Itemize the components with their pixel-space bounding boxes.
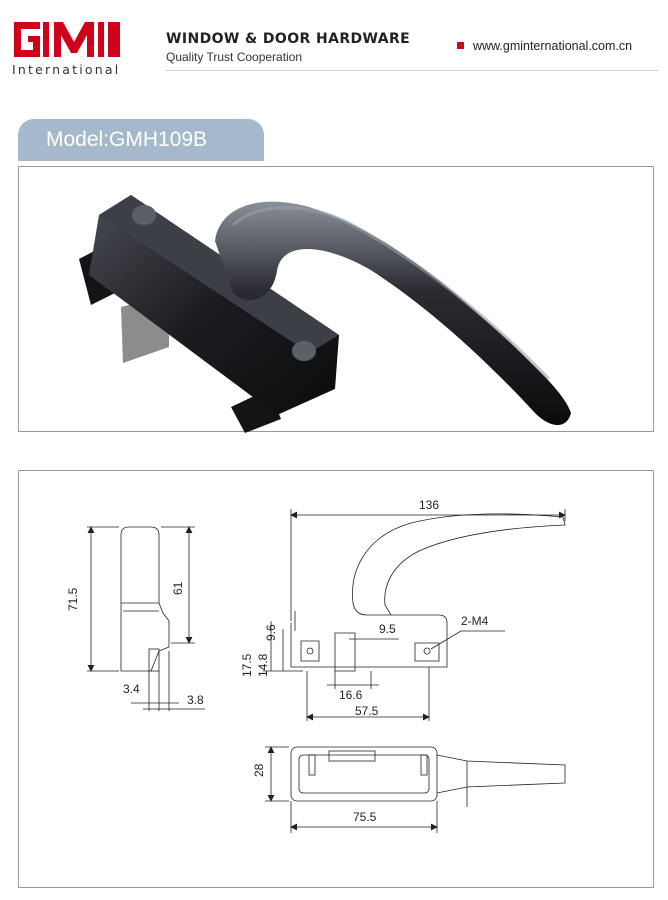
dim-front-9-5: 9.5	[379, 622, 396, 636]
dim-side-offset-a: 3.4	[123, 682, 140, 696]
tagline: WINDOW & DOOR HARDWARE	[166, 31, 411, 47]
logo-subtitle: International	[12, 62, 121, 77]
website-link[interactable]: www.gminternational.com.cn	[457, 39, 632, 53]
side-view	[87, 526, 205, 711]
dim-side-height-inner: 61	[171, 581, 185, 595]
gm-logo	[14, 22, 120, 57]
dim-side-height-total: 71.5	[66, 587, 80, 611]
front-view	[263, 509, 566, 721]
dim-front-length: 136	[419, 498, 439, 512]
model-label: Model:GMH109B	[46, 128, 208, 151]
header-divider	[166, 70, 658, 71]
product-photo-frame	[18, 166, 654, 433]
dim-top-base-length: 75.5	[353, 810, 377, 824]
dim-front-17-5: 17.5	[240, 653, 254, 677]
dim-front-14-8: 14.8	[256, 653, 270, 677]
dim-front-9-6: 9.6	[264, 624, 278, 641]
product-photo	[79, 195, 571, 433]
dim-front-16-6: 16.6	[339, 688, 363, 702]
dim-front-57-5: 57.5	[355, 704, 379, 718]
bullet-square-icon	[457, 42, 464, 49]
model-tab: Model:GMH109B	[18, 119, 264, 161]
technical-drawing: 71.5 61 3.4 3.8	[66, 498, 566, 833]
slogan: Quality Trust Cooperation	[166, 50, 303, 64]
dim-top-width: 28	[252, 763, 266, 777]
top-view	[265, 746, 566, 833]
technical-drawing-frame: 71.5 61 3.4 3.8	[18, 470, 654, 888]
dim-front-screw: 2-M4	[461, 614, 489, 628]
website-text: www.gminternational.com.cn	[473, 39, 633, 53]
dim-side-offset-b: 3.8	[187, 693, 204, 707]
